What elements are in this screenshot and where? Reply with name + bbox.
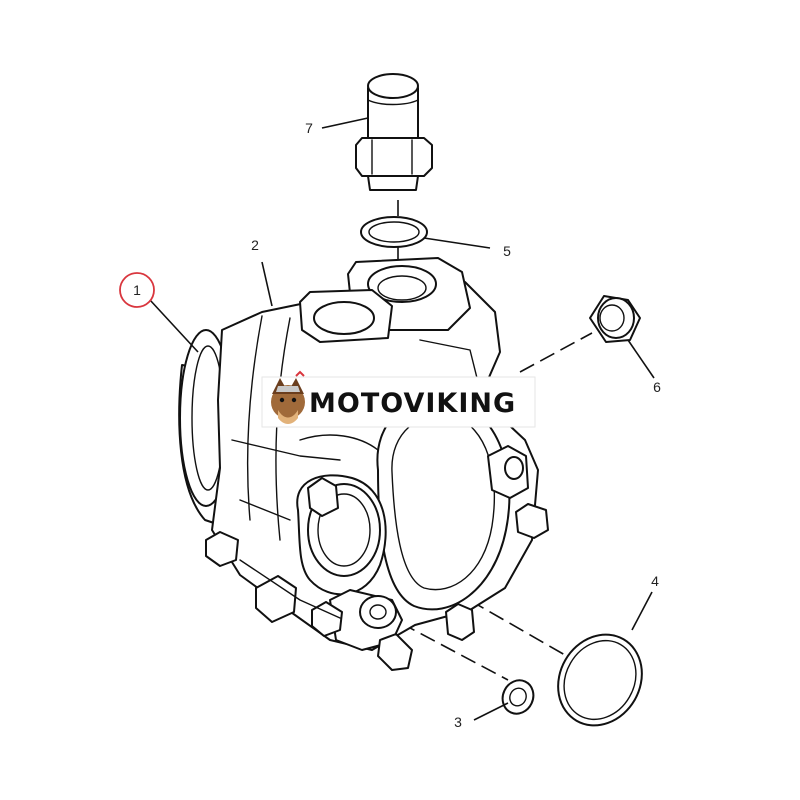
seal-part-4 (557, 633, 643, 727)
callout-3[interactable]: 3 (454, 714, 462, 730)
leader-lines (149, 117, 655, 721)
plug-part-6 (589, 295, 641, 343)
watermark-banner: MOTOVIKING (261, 370, 536, 428)
watermark-brand-text: MOTOVIKING (309, 388, 516, 419)
o-ring-part-5 (360, 216, 428, 248)
callout-7[interactable]: 7 (305, 120, 313, 136)
callout-1-highlight-circle (119, 272, 155, 308)
washer-part-3 (501, 679, 535, 715)
callout-5[interactable]: 5 (503, 243, 511, 259)
callout-4[interactable]: 4 (651, 573, 659, 589)
pump-housing (178, 257, 549, 671)
fitting-part-7 (355, 73, 433, 191)
callout-1[interactable]: 1 (133, 282, 141, 298)
viking-logo-icon (271, 370, 305, 424)
callout-6[interactable]: 6 (653, 379, 661, 395)
callouts: 1 2 3 4 5 6 7 (119, 120, 661, 730)
callout-2[interactable]: 2 (251, 237, 259, 253)
